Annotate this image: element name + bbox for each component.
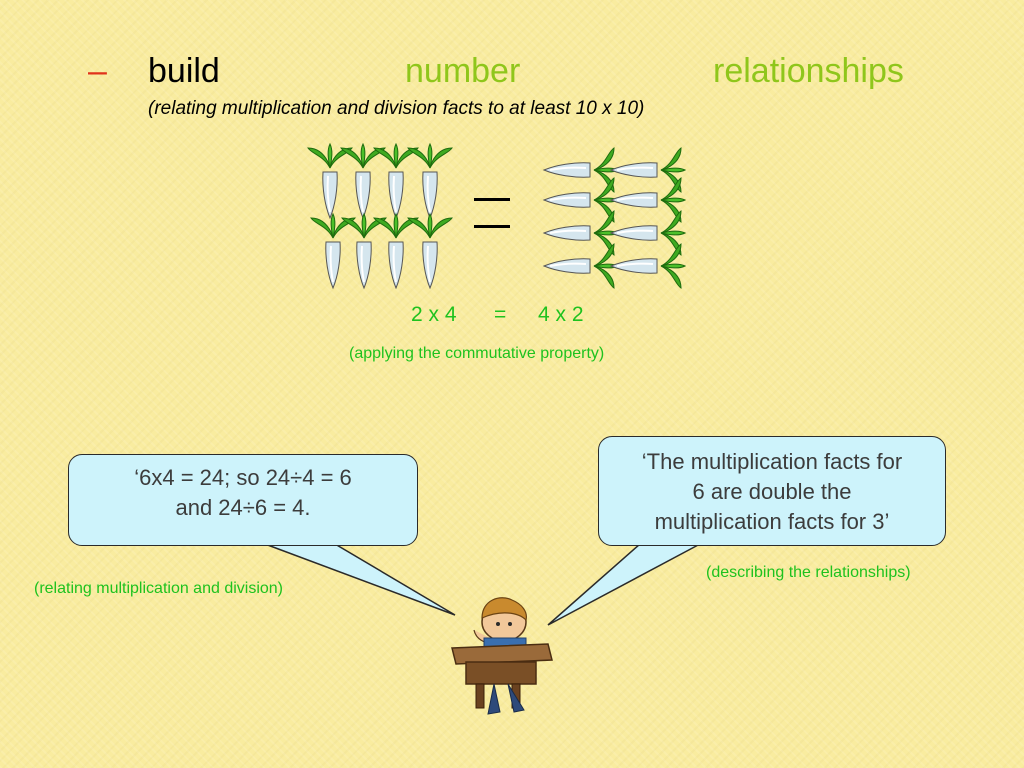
bubble-right-line3: multiplication facts for 3’	[654, 509, 890, 534]
commutative-note: (applying the commutative property)	[349, 345, 605, 362]
bubble-right-line2: 6 are double the	[692, 479, 852, 504]
heading-word-number: number	[405, 52, 521, 90]
radish-group-2x4	[307, 143, 453, 289]
bullet-dash: –	[88, 52, 107, 90]
heading-row: – build number relationships	[0, 52, 1024, 98]
bubble-right-line1: ‘The multiplication facts for	[641, 449, 903, 474]
bubble-left-line2: and 24÷6 = 4.	[175, 495, 311, 520]
equation-right: 4 x 2	[538, 303, 584, 326]
radish-group-4x2	[543, 147, 686, 289]
bubble-left-line1: ‘6x4 = 24; so 24÷4 = 6	[134, 465, 352, 490]
caption-right: (describing the relationships)	[706, 564, 911, 581]
heading-word-build: build	[148, 52, 220, 90]
caption-left: (relating multiplication and division)	[34, 580, 284, 597]
heading-word-relationships: relationships	[713, 52, 904, 90]
equation-left: 2 x 4	[411, 303, 457, 326]
bubble-right-tail	[547, 543, 701, 626]
bubble-left-tail	[264, 543, 456, 616]
equals-sign-icon	[474, 198, 510, 228]
heading-subtitle: (relating multiplication and division fa…	[148, 98, 645, 119]
speech-bubble-left: ‘6x4 = 24; so 24÷4 = 6 and 24÷6 = 4.	[68, 454, 418, 546]
student-at-desk-icon	[451, 597, 553, 715]
speech-bubble-right: ‘The multiplication facts for 6 are doub…	[598, 436, 946, 546]
equation-equals: =	[494, 303, 507, 326]
